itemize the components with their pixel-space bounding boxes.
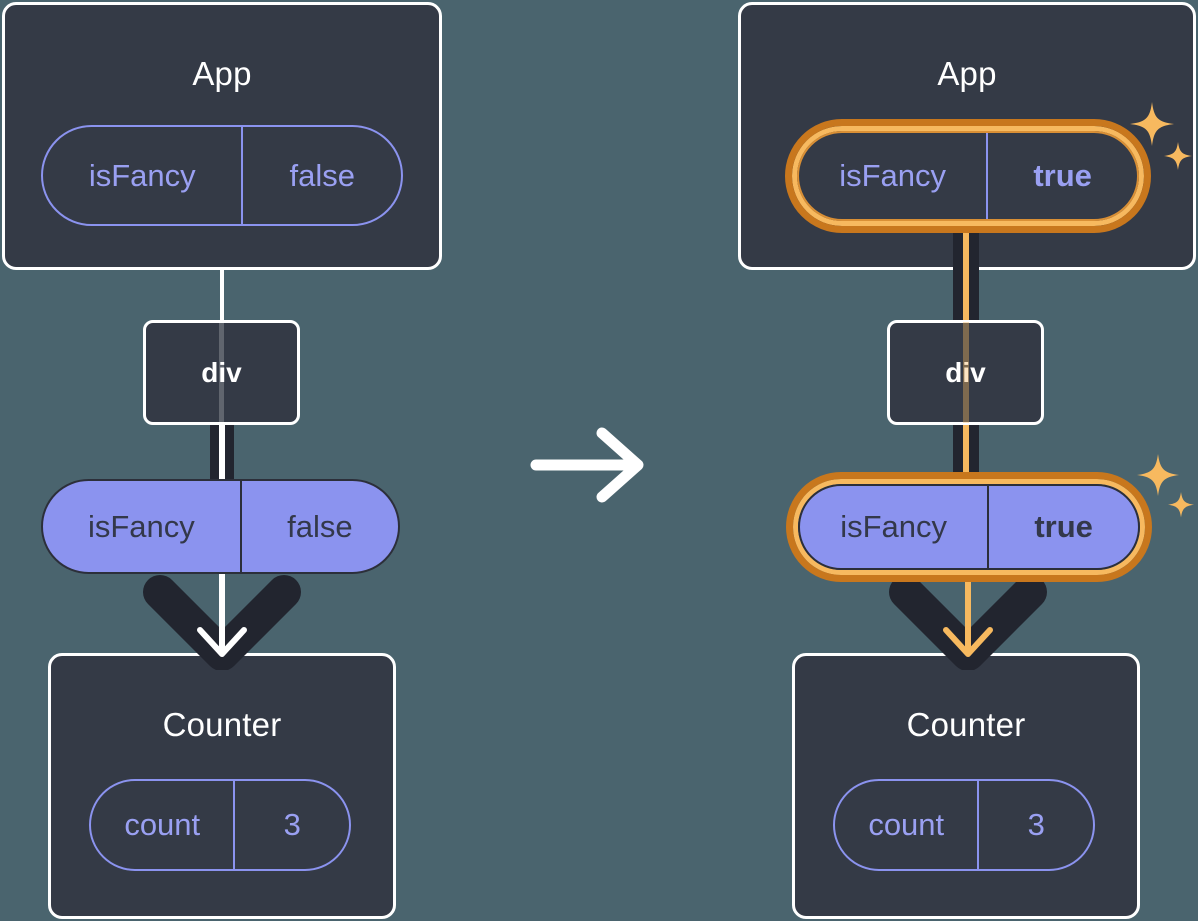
wire-app-to-div-before [220,268,224,322]
sparkle-prop-pill-icon [1134,452,1198,530]
wire-div-to-prop-after [953,423,979,485]
counter-panel-title-after: Counter [906,706,1026,743]
app-state-value-after: true [1033,158,1092,193]
app-state-value-before: false [289,157,355,193]
transition-arrow-icon [530,420,650,510]
div-node-after: div [887,320,1044,425]
prop-pill-value-after: true [1034,509,1093,544]
app-state-pill-before: isFancy false [41,125,403,226]
app-state-key-before: isFancy [43,127,244,224]
prop-pill-key-before: isFancy [43,481,242,572]
div-node-before: div [143,320,300,425]
prop-pill-key-after: isFancy [800,486,990,568]
counter-state-value-before: 3 [283,807,301,842]
div-node-label-before: div [201,356,242,388]
counter-panel-title-before: Counter [162,706,282,743]
prop-pill-before: isFancy false [41,479,400,574]
counter-state-value-after: 3 [1027,807,1045,842]
counter-state-key-before: count [91,781,236,869]
counter-state-pill-after: count 3 [833,779,1095,871]
wire-ghost-div-after [963,322,969,423]
wire-div-to-prop-before [210,423,234,485]
app-state-key-after: isFancy [799,133,989,219]
flow-arrow-inner-after [886,560,1050,670]
counter-state-pill-before: count 3 [89,779,351,871]
flow-arrow-inner-before [140,560,304,670]
sparkle-app-state-icon [1124,98,1198,186]
app-state-pill-after: isFancy true [797,131,1139,221]
div-node-label-after: div [945,356,986,388]
app-panel-title-before: App [192,55,252,92]
counter-panel-before: Counter [48,653,396,919]
app-panel-title-after: App [937,55,997,92]
prop-pill-value-before: false [287,508,353,544]
counter-state-key-after: count [835,781,980,869]
wire-app-to-div-after [953,228,979,322]
prop-pill-after: isFancy true [798,484,1140,570]
wire-ghost-div-before [219,322,224,423]
